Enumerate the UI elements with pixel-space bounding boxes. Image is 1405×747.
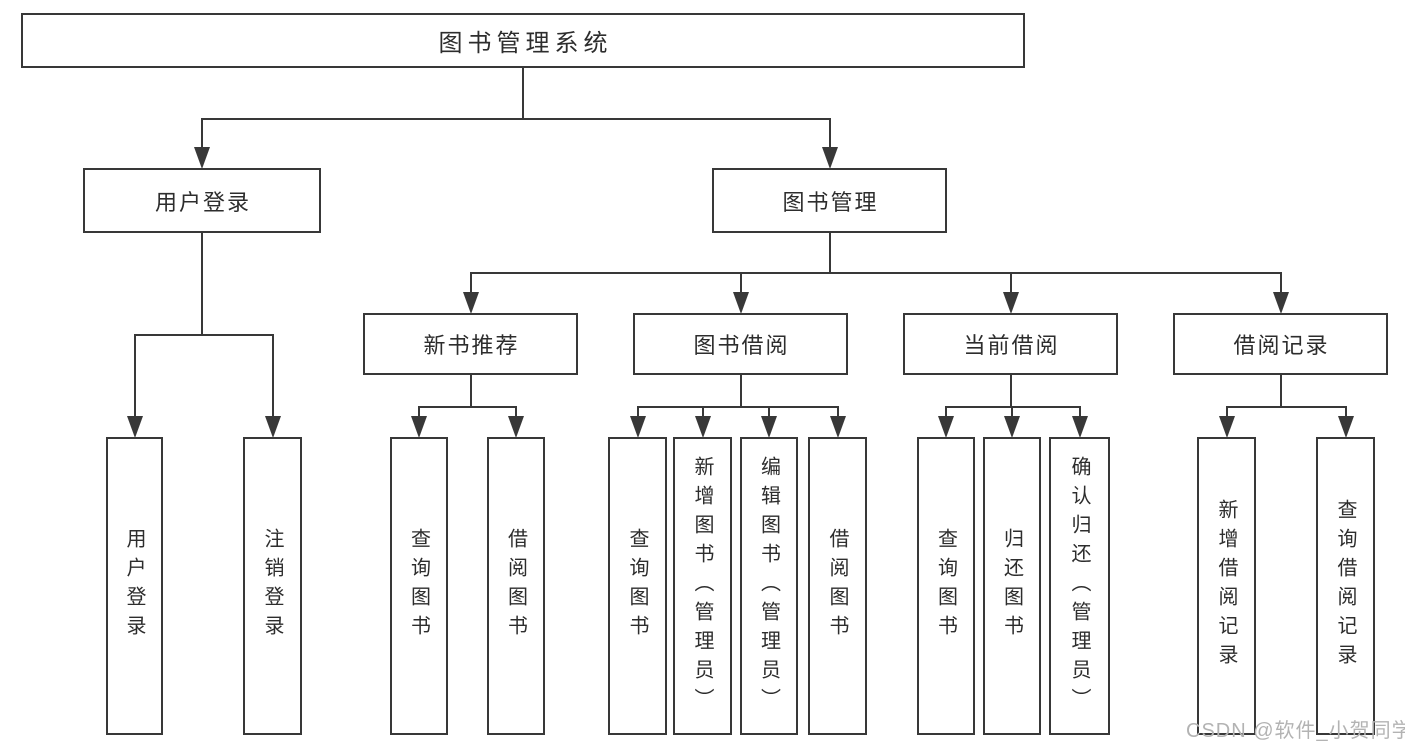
arrow-down-icon: [411, 416, 427, 438]
connector-drop-add-book: [702, 406, 704, 419]
node-login: 用户登录: [106, 437, 163, 735]
connector-rail-current-borrow: [945, 406, 1081, 408]
arrow-down-icon: [127, 416, 143, 438]
arrow-down-icon: [508, 416, 524, 438]
connector-drop-logout: [272, 334, 274, 419]
node-book-borrow: 图书借阅: [633, 313, 848, 375]
connector-stem-book-borrow: [740, 375, 742, 408]
node-add-book: 新增图书（管理员）: [673, 437, 732, 735]
connector-stem-user-login: [201, 233, 203, 336]
node-new-book-rec: 新书推荐: [363, 313, 578, 375]
node-current-borrow: 当前借阅: [903, 313, 1118, 375]
connector-drop-book-borrow: [740, 272, 742, 295]
connector-rail-root: [201, 118, 831, 120]
node-add-borrow-record: 新增借阅记录: [1197, 437, 1256, 735]
node-borrow-book-2: 借阅图书: [808, 437, 867, 735]
connector-stem-new-book-rec: [470, 375, 472, 408]
node-query-book-2: 查询图书: [608, 437, 667, 735]
arrow-down-icon: [1338, 416, 1354, 438]
connector-drop-add-borrow-record: [1226, 406, 1228, 419]
arrow-down-icon: [1273, 292, 1289, 314]
node-book-mgmt: 图书管理: [712, 168, 947, 233]
connector-rail-user-login: [134, 334, 274, 336]
connector-rail-borrow-records: [1226, 406, 1347, 408]
connector-drop-query-book-1: [418, 406, 420, 419]
connector-drop-query-book-3: [945, 406, 947, 419]
node-borrow-book-1: 借阅图书: [487, 437, 545, 735]
arrow-down-icon: [1003, 292, 1019, 314]
connector-drop-query-borrow-record: [1345, 406, 1347, 419]
connector-drop-user-login: [201, 118, 203, 150]
arrow-down-icon: [463, 292, 479, 314]
connector-drop-new-book-rec: [470, 272, 472, 295]
connector-rail-book-mgmt: [470, 272, 1282, 274]
connector-drop-edit-book: [768, 406, 770, 419]
arrow-down-icon: [822, 147, 838, 169]
arrow-down-icon: [938, 416, 954, 438]
csdn-watermark: CSDN @软件_小贺同学: [1186, 720, 1405, 742]
connector-drop-current-borrow: [1010, 272, 1012, 295]
arrow-down-icon: [761, 416, 777, 438]
arrow-down-icon: [1072, 416, 1088, 438]
node-return-book: 归还图书: [983, 437, 1041, 735]
connector-drop-return-book: [1011, 406, 1013, 419]
connector-stem-borrow-records: [1280, 375, 1282, 408]
node-logout: 注销登录: [243, 437, 302, 735]
node-query-book-1: 查询图书: [390, 437, 448, 735]
node-confirm-return: 确认归还（管理员）: [1049, 437, 1110, 735]
connector-drop-borrow-book-2: [837, 406, 839, 419]
connector-stem-book-mgmt: [829, 233, 831, 274]
connector-drop-book-mgmt: [829, 118, 831, 150]
arrow-down-icon: [194, 147, 210, 169]
connector-drop-borrow-book-1: [515, 406, 517, 419]
connector-stem-root: [522, 68, 524, 120]
connector-rail-book-borrow: [637, 406, 839, 408]
node-user-login: 用户登录: [83, 168, 321, 233]
node-edit-book: 编辑图书（管理员）: [740, 437, 798, 735]
arrow-down-icon: [830, 416, 846, 438]
connector-rail-new-book-rec: [418, 406, 517, 408]
node-borrow-records: 借阅记录: [1173, 313, 1388, 375]
connector-drop-confirm-return: [1079, 406, 1081, 419]
connector-stem-current-borrow: [1010, 375, 1012, 408]
arrow-down-icon: [733, 292, 749, 314]
arrow-down-icon: [630, 416, 646, 438]
node-query-book-3: 查询图书: [917, 437, 975, 735]
arrow-down-icon: [695, 416, 711, 438]
connector-drop-query-book-2: [637, 406, 639, 419]
arrow-down-icon: [265, 416, 281, 438]
connector-drop-login: [134, 334, 136, 419]
arrow-down-icon: [1219, 416, 1235, 438]
node-query-borrow-record: 查询借阅记录: [1316, 437, 1375, 735]
connector-drop-borrow-records: [1280, 272, 1282, 295]
node-root: 图书管理系统: [21, 13, 1025, 68]
arrow-down-icon: [1004, 416, 1020, 438]
